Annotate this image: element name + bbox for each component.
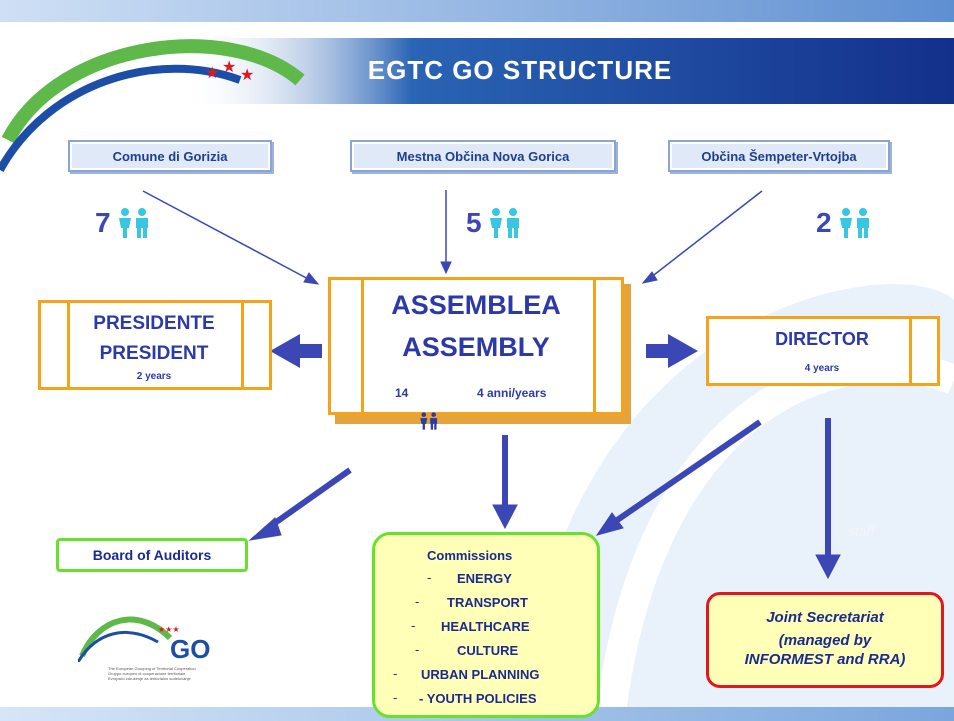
assembly-box: ASSEMBLEA ASSEMBLY 14 4 anni/years (328, 277, 624, 415)
count-value: 7 (95, 207, 111, 238)
board-of-auditors-box: Board of Auditors (56, 538, 248, 572)
star-icon: ★ (222, 59, 236, 76)
people-icon (420, 412, 438, 430)
star-icon: ★ (240, 67, 254, 84)
go-logo: ★★★ GO The European Grouping of Territor… (78, 608, 218, 688)
assembly-label-it: ASSEMBLEA (391, 290, 561, 320)
member-count-nova-gorica: 5 (466, 207, 524, 239)
secretariat-line-1: Joint Secretariat (766, 609, 884, 626)
list-dash: - (393, 690, 398, 705)
arrow-gorizia-assembly (142, 190, 313, 282)
commission-item: ENERGY (457, 571, 512, 586)
commissions-title: Commissions (427, 548, 513, 563)
page-title: EGTC GO STRUCTURE (367, 54, 673, 85)
president-label-en: PRESIDENT (99, 343, 209, 364)
member-count-sempeter: 2 (816, 207, 874, 239)
list-dash: - (415, 642, 420, 657)
logo-caption-line: The European Grouping of Territorial Coo… (108, 666, 196, 671)
director-box: DIRECTOR 4 years (706, 316, 940, 386)
list-dash: - (415, 594, 420, 609)
list-dash: - (393, 666, 398, 681)
logo-text: GO (170, 634, 211, 664)
box-divider (361, 280, 364, 412)
arrow-assembly-president (270, 334, 322, 368)
top-bar (0, 0, 954, 22)
assembly-label-en: ASSEMBLY (402, 332, 550, 362)
list-dash: - (411, 618, 416, 633)
staff-label: staff (848, 523, 875, 539)
director-label: DIRECTOR (775, 329, 869, 349)
president-label-it: PRESIDENTE (93, 313, 215, 334)
count-value: 2 (816, 207, 832, 238)
commission-item: - YOUTH POLICIES (419, 691, 537, 706)
logo-arc-green (1, 39, 305, 144)
logo-caption-line: Gruppo europeo di cooperazione territori… (108, 671, 186, 676)
assembly-member-count: 14 (395, 386, 409, 400)
box-divider (909, 319, 912, 383)
people-icon (489, 208, 519, 238)
header-band (180, 38, 954, 104)
commissions-box: Commissions - ENERGY - TRANSPORT - HEALT… (372, 532, 600, 718)
president-box: PRESIDENTE PRESIDENT 2 years (38, 300, 272, 390)
box-divider (67, 303, 70, 387)
people-icon (118, 208, 148, 238)
assembly-term: 4 anni/years (477, 386, 547, 400)
logo-caption: The European Grouping of Territorial Coo… (108, 666, 196, 681)
president-term: 2 years (136, 371, 172, 382)
commission-item: TRANSPORT (447, 595, 528, 610)
secretariat-line-3: INFORMEST and RRA) (744, 651, 906, 668)
star-icon: ★ (205, 65, 219, 82)
member-count-gorizia: 7 (95, 207, 153, 239)
count-value: 5 (466, 207, 482, 238)
commission-item: HEALTHCARE (441, 619, 530, 634)
secretariat-line-2: (managed by (778, 632, 872, 649)
arrow-assembly-auditors (263, 467, 352, 533)
member-box-nova-gorica: Mestna Občina Nova Gorica (350, 140, 616, 172)
member-box-gorizia: Comune di Gorizia (68, 140, 272, 172)
arrow-director-commissions (608, 419, 762, 528)
commission-item: URBAN PLANNING (421, 667, 540, 682)
director-term: 4 years (804, 363, 840, 374)
svg-text:★★★: ★★★ (158, 625, 180, 634)
box-divider (241, 303, 244, 387)
member-box-sempeter: Občina Šempeter-Vrtojba (668, 140, 890, 172)
arrow-sempeter-assembly (649, 190, 763, 279)
people-icon (839, 208, 869, 238)
box-divider (593, 280, 596, 412)
logo-arc-blue (0, 64, 242, 172)
commission-item: CULTURE (457, 643, 519, 658)
logo-arc-icon: ★★★ (78, 616, 180, 662)
logo-caption-line: Evropsko združenje za teritorialno sodel… (108, 676, 191, 681)
joint-secretariat-box: Joint Secretariat (managed by INFORMEST … (706, 592, 944, 688)
list-dash: - (427, 570, 432, 585)
arrow-assembly-director (646, 334, 698, 368)
